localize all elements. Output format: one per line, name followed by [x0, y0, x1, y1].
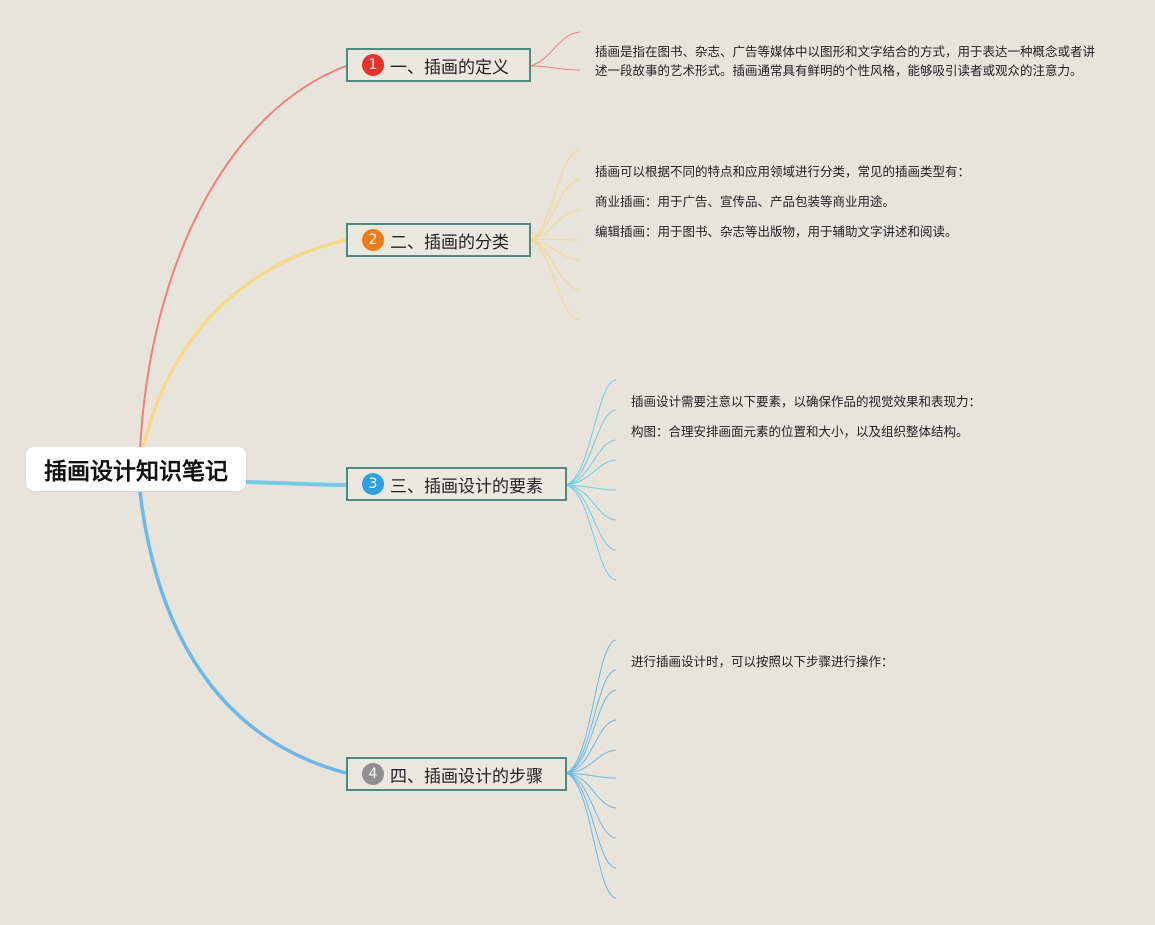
topic-definition[interactable]: 1 一、插画的定义: [346, 48, 531, 82]
note-classification-editorial[interactable]: 编辑插画：用于图书、杂志等出版物，用于辅助文字讲述和阅读。: [595, 224, 958, 239]
topic-steps-label: 四、插画设计的步骤: [390, 766, 543, 787]
topic-classification[interactable]: 2 二、插画的分类: [346, 223, 531, 257]
note-elements-intro[interactable]: 插画设计需要注意以下要素，以确保作品的视觉效果和表现力：: [631, 394, 982, 409]
topic-steps[interactable]: 4 四、插画设计的步骤: [346, 757, 567, 791]
number-marker-4-icon: 4: [362, 763, 384, 785]
topic-elements-label: 三、插画设计的要素: [390, 476, 543, 497]
topic1-sub-lines: [529, 31, 581, 71]
topic-classification-label: 二、插画的分类: [390, 232, 509, 253]
root-topic[interactable]: 插画设计知识笔记: [26, 447, 246, 491]
number-marker-3-icon: 3: [362, 473, 384, 495]
branch-line-1: [139, 65, 347, 451]
note-steps-intro[interactable]: 进行插画设计时，可以按照以下步骤进行操作：: [631, 654, 894, 669]
topic-definition-label: 一、插画的定义: [390, 57, 509, 78]
number-marker-2-icon: 2: [362, 229, 384, 251]
note-classification-intro[interactable]: 插画可以根据不同的特点和应用领域进行分类，常见的插画类型有：: [595, 164, 971, 179]
topic-elements[interactable]: 3 三、插画设计的要素: [346, 467, 567, 501]
topic4-sub-lines: [565, 639, 617, 899]
topic2-sub-lines: [529, 149, 581, 321]
topic3-sub-lines: [565, 379, 617, 581]
branch-line-4: [138, 491, 347, 775]
note-elements-composition[interactable]: 构图：合理安排画面元素的位置和大小，以及组织整体结构。: [631, 424, 969, 439]
branch-line-2: [140, 238, 347, 453]
root-topic-label: 插画设计知识笔记: [44, 459, 228, 485]
number-marker-1-icon: 1: [362, 54, 384, 76]
note-definition[interactable]: 插画是指在图书、杂志、广告等媒体中以图形和文字结合的方式，用于表达一种概念或者讲…: [595, 44, 1096, 78]
branch-line-3: [245, 480, 347, 487]
note-classification-commercial[interactable]: 商业插画：用于广告、宣传品、产品包装等商业用途。: [595, 194, 896, 209]
